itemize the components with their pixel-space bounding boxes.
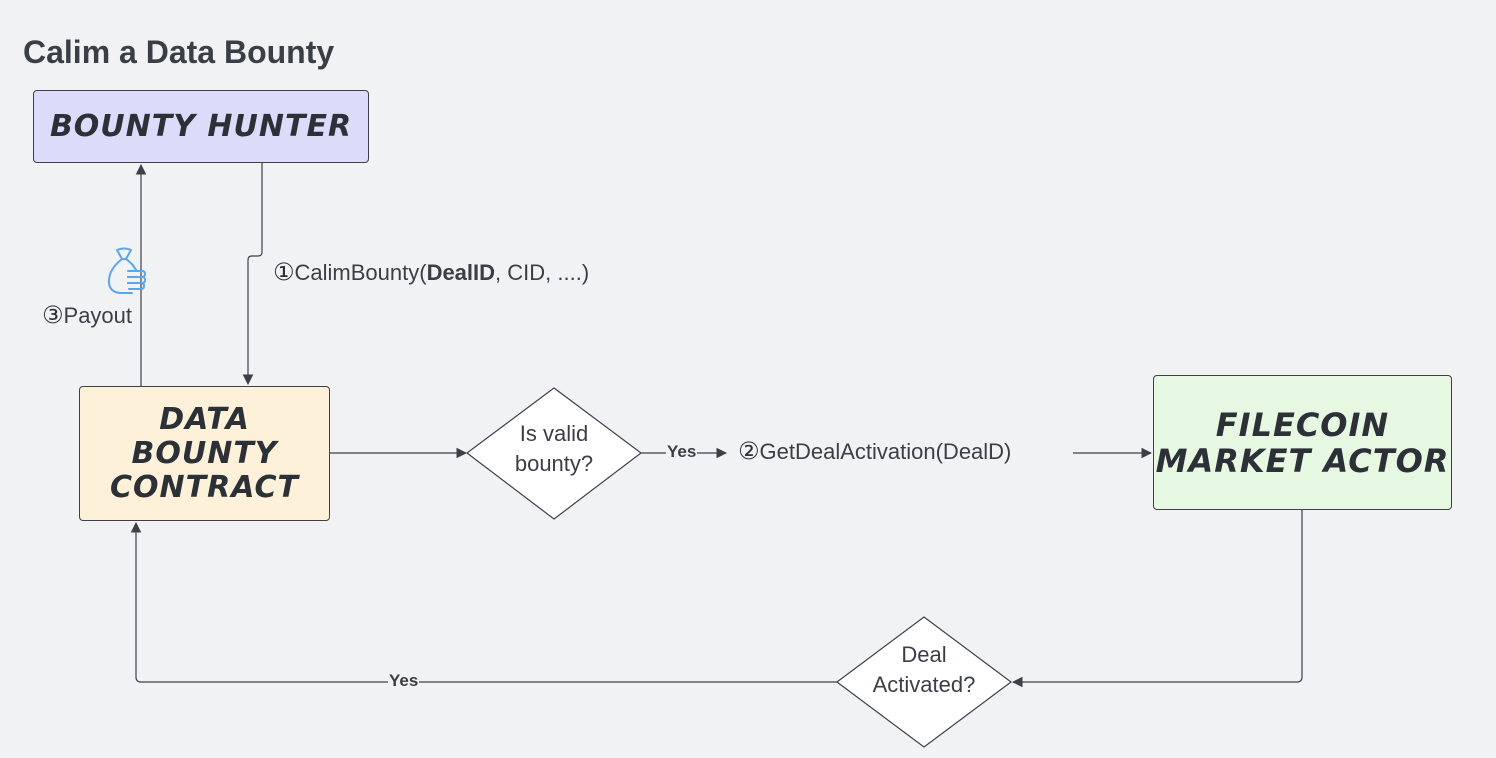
step2-number: ② bbox=[738, 437, 760, 465]
data-bounty-contract-node: DATA BOUNTY CONTRACT bbox=[79, 386, 330, 521]
decision-deal-activated-label: Deal Activated? bbox=[872, 642, 976, 697]
step1-suffix: , CID, ....) bbox=[495, 260, 590, 285]
decision-is-valid-bounty bbox=[466, 387, 642, 520]
step3-text: Payout bbox=[63, 303, 133, 328]
step2-label: ②GetDealActivation(DealD) bbox=[738, 438, 1011, 465]
yes-activated-label: Yes bbox=[388, 671, 420, 691]
step1-number: ① bbox=[273, 258, 295, 286]
step3-number: ③ bbox=[42, 301, 64, 329]
filecoin-market-actor-node: FILECOIN MARKET ACTOR bbox=[1153, 375, 1452, 510]
edge-activated-to-contract bbox=[130, 521, 837, 683]
step1-bold-arg: DealID bbox=[426, 260, 496, 285]
decision-deal-activated bbox=[835, 616, 1013, 748]
bounty-hunter-node: BOUNTY HUNTER bbox=[33, 90, 369, 163]
step1-prefix: CalimBounty( bbox=[294, 260, 427, 285]
edge-hunter-to-contract bbox=[242, 163, 263, 386]
step3-label: ③Payout bbox=[42, 302, 132, 329]
yes-valid-label: Yes bbox=[666, 442, 698, 462]
step1-label: ①CalimBounty(DealID, CID, ....) bbox=[273, 259, 589, 286]
step2-text: GetDealActivation(DealD) bbox=[759, 439, 1012, 464]
decision-is-valid-bounty-label: Is valid bounty? bbox=[514, 421, 594, 476]
edge-filecoin-to-activated bbox=[1011, 510, 1303, 688]
page-title: Calim a Data Bounty bbox=[23, 34, 335, 70]
money-bag-icon bbox=[107, 247, 146, 294]
